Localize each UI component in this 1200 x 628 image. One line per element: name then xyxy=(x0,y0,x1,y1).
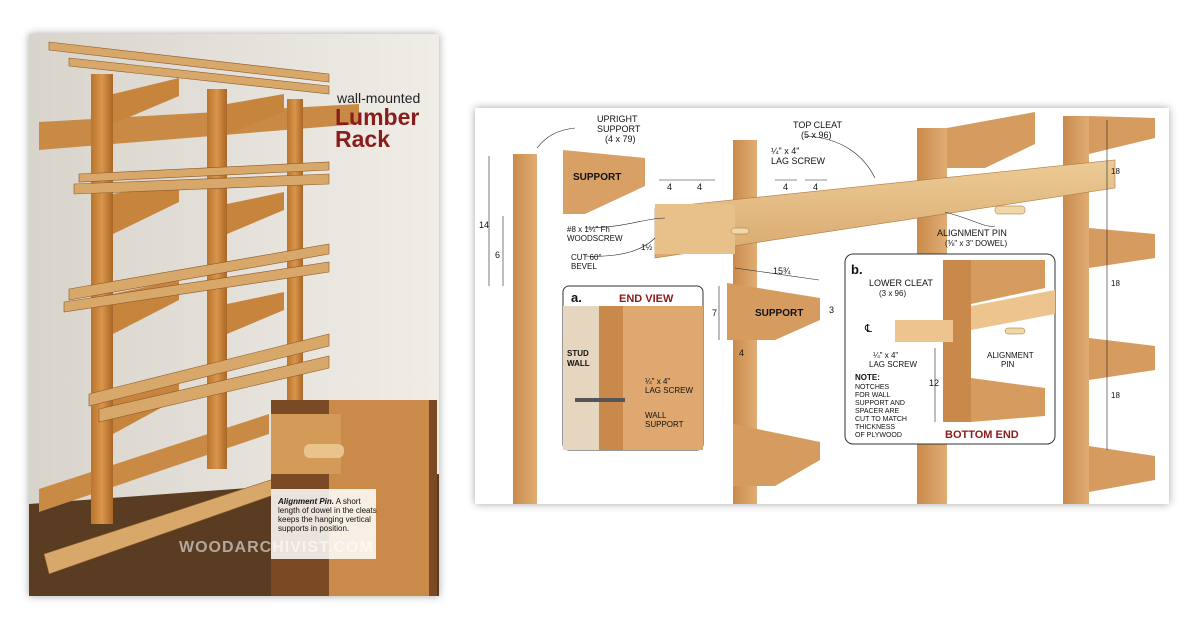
inset-b-arm xyxy=(971,260,1045,304)
lbl-top-cleat-dims: (5 x 96) xyxy=(801,130,832,140)
inset-b-lower-cleat xyxy=(895,320,953,342)
lbl-wall-support: WALL xyxy=(645,411,667,420)
lbl-upright-dims: (4 x 79) xyxy=(605,134,636,144)
note-line-4: CUT TO MATCH xyxy=(855,416,907,423)
inset-b-pin xyxy=(1004,327,1026,335)
support-detail xyxy=(563,150,645,214)
lbl-bevel2: BEVEL xyxy=(571,262,597,271)
dim-4e: 4 xyxy=(739,348,744,358)
dim-15: 15¾ xyxy=(773,266,791,276)
middle-support xyxy=(727,283,820,340)
lbl-align-b: ALIGNMENT xyxy=(987,351,1034,360)
inset-a-letter: a. xyxy=(571,290,582,305)
lbl-align-b2: PIN xyxy=(1001,360,1015,369)
lbl-top-cleat: TOP CLEAT xyxy=(793,120,843,130)
lbl-woodscrew2: WOODSCREW xyxy=(567,234,623,243)
alignment-pin xyxy=(994,205,1026,215)
lbl-bevel: CUT 60° xyxy=(571,253,602,262)
inset-caption-bold: Alignment Pin. xyxy=(278,497,334,506)
top-cleat-end xyxy=(655,204,735,254)
lbl-woodscrew: #8 x 1¼" Fh xyxy=(567,225,610,234)
lower-arm xyxy=(733,424,820,486)
diagram-panel: UPRIGHT SUPPORT (4 x 79) SUPPORT TOP CLE… xyxy=(475,108,1169,504)
lbl-lag-a: ¼" x 4" xyxy=(645,377,670,386)
arm-3a xyxy=(947,112,1035,168)
lbl-lag-b2: LAG SCREW xyxy=(869,360,917,369)
note-line-6: OF PLYWOOD xyxy=(855,432,902,439)
photo-title-small: wall-mounted xyxy=(337,90,421,106)
lbl-upright: UPRIGHT xyxy=(597,114,638,124)
inset-caption: Alignment Pin. A short length of dowel i… xyxy=(278,497,378,533)
photo-title-line1: Lumber xyxy=(335,104,420,130)
dim-7: 7 xyxy=(712,308,717,318)
inset-a-title: END VIEW xyxy=(619,293,674,305)
arm-4d xyxy=(1089,446,1155,492)
dim-18a: 18 xyxy=(1111,167,1120,176)
lumber-rack-diagram: UPRIGHT SUPPORT (4 x 79) SUPPORT TOP CLE… xyxy=(479,112,1155,504)
dim-14: 14 xyxy=(479,220,489,230)
inset-b-cleat-far xyxy=(971,290,1055,330)
lbl-lag-top: ¼" x 4" xyxy=(771,146,799,156)
watermark: WOODARCHIVIST.COM xyxy=(179,539,374,556)
lbl-support-mid: SUPPORT xyxy=(755,308,803,319)
inset-b-arm-low xyxy=(971,378,1045,422)
arm-4a xyxy=(1089,116,1155,154)
dim-12: 12 xyxy=(929,378,939,388)
lbl-lag-top2: LAG SCREW xyxy=(771,156,826,166)
dim-6: 6 xyxy=(495,250,500,260)
lbl-lower-cleat: LOWER CLEAT xyxy=(869,278,933,288)
dim-4d: 4 xyxy=(813,182,818,192)
inset-a-lag-screw xyxy=(575,398,625,402)
arm-4b xyxy=(1089,228,1155,268)
note-line-2: SUPPORT AND xyxy=(855,400,905,407)
inset-a-stud-wall xyxy=(563,306,599,450)
dowel-top xyxy=(730,227,750,235)
upright-1 xyxy=(513,154,537,504)
lbl-lag-b: ¼" x 4" xyxy=(873,351,898,360)
lbl-alignment-pin: ALIGNMENT PIN xyxy=(937,228,1007,238)
dim-1half: 1½ xyxy=(641,243,652,252)
inset-a-support xyxy=(623,306,703,450)
note-line-1: FOR WALL xyxy=(855,392,891,399)
lbl-note-title: NOTE: xyxy=(855,373,880,382)
arm-4c xyxy=(1089,338,1155,380)
dim-4a: 4 xyxy=(667,182,672,192)
inset-a-upright xyxy=(599,306,623,450)
lbl-centerline: ℄ xyxy=(864,323,872,335)
lbl-lag-a2: LAG SCREW xyxy=(645,386,693,395)
lbl-stud: STUD xyxy=(567,349,589,358)
lbl-wall: WALL xyxy=(567,359,590,368)
inset-b-letter: b. xyxy=(851,262,863,277)
dim-4c: 4 xyxy=(783,182,788,192)
lbl-bottom-end: BOTTOM END xyxy=(945,429,1019,441)
lumber-rack-photo xyxy=(29,34,439,596)
lbl-lower-cleat-dims: (3 x 96) xyxy=(879,289,906,298)
note-line-0: NOTCHES xyxy=(855,384,890,391)
dim-18c: 18 xyxy=(1111,391,1120,400)
dim-4b: 4 xyxy=(697,182,702,192)
photo-panel: wall-mounted Lumber Rack Alignment Pin. … xyxy=(29,34,439,596)
lbl-alignment-pin-dims: (⅜" x 3" DOWEL) xyxy=(945,239,1007,248)
inset-caption-text: A short length of dowel in the cleats ke… xyxy=(278,497,377,533)
note-line-3: SPACER ARE xyxy=(855,408,900,415)
photo-title-line2: Rack xyxy=(335,126,390,152)
dim-18b: 18 xyxy=(1111,279,1120,288)
note-line-5: THICKNESS xyxy=(855,424,895,431)
lbl-wall-support2: SUPPORT xyxy=(645,420,684,429)
lbl-support: SUPPORT xyxy=(573,172,621,183)
dim-3: 3 xyxy=(829,305,834,315)
lbl-upright2: SUPPORT xyxy=(597,124,641,134)
